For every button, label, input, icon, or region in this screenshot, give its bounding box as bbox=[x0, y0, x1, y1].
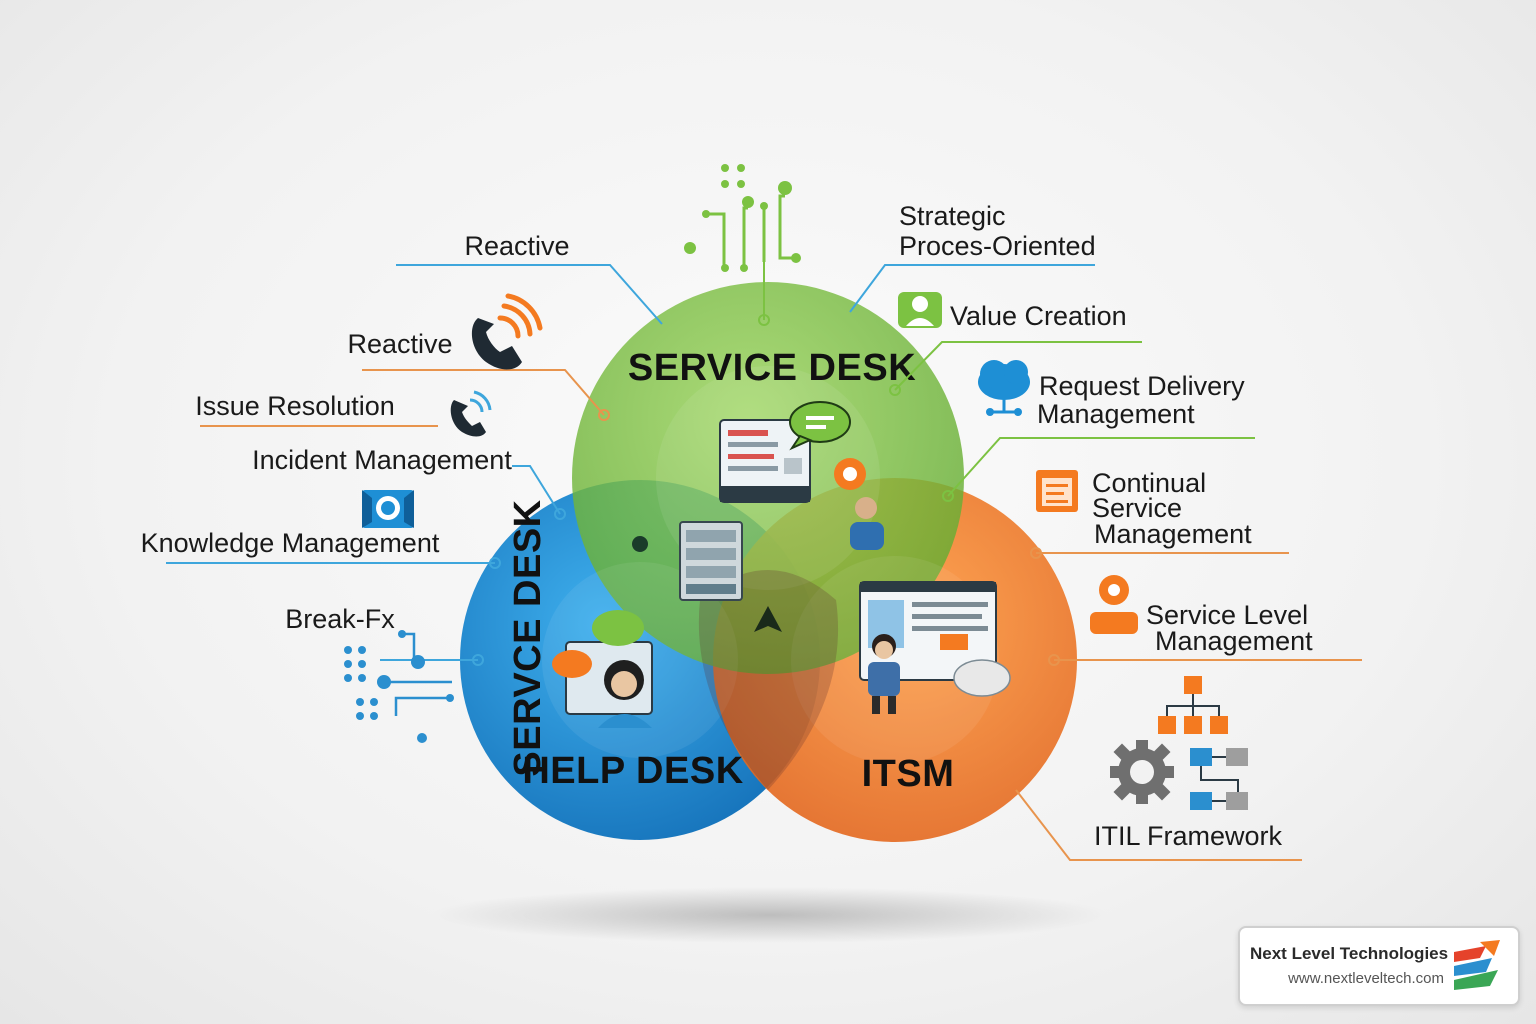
circuit-icon bbox=[684, 164, 801, 272]
label-request-delivery-2: Management bbox=[1037, 399, 1195, 429]
company-name: Next Level Technologies bbox=[1250, 944, 1449, 963]
connector-lines bbox=[166, 220, 1362, 861]
itsm-title: ITSM bbox=[862, 753, 955, 795]
connector-top-reactive bbox=[396, 264, 663, 325]
clipboard-icon bbox=[1036, 470, 1078, 512]
connector-value-creation bbox=[894, 341, 1142, 391]
center-intersection bbox=[698, 570, 839, 790]
phone-icon bbox=[471, 293, 543, 370]
itsm-person-icon bbox=[868, 634, 900, 714]
company-badge[interactable]: Next Level Technologies www.nextleveltec… bbox=[1238, 926, 1520, 1006]
label-incident-management: Incident Management bbox=[252, 445, 512, 475]
company-logo-icon bbox=[1454, 940, 1500, 990]
connector-dots bbox=[472, 314, 1060, 666]
help-desk-side-title: SERVCE DESK bbox=[507, 499, 549, 776]
agent-person-icon bbox=[850, 497, 884, 550]
service-desk-title: SERVICE DESK bbox=[628, 347, 916, 389]
label-reactive: Reactive bbox=[347, 329, 452, 359]
diagram-shadow bbox=[430, 887, 1110, 943]
chat-bubble-icon bbox=[789, 401, 851, 451]
label-itil-framework: ITIL Framework bbox=[1094, 821, 1283, 851]
label-value-creation: Value Creation bbox=[950, 301, 1127, 331]
help-desk-title: HELP DESK bbox=[522, 750, 743, 792]
support-agent-icon bbox=[552, 610, 653, 728]
gear-user-icon bbox=[1090, 575, 1138, 634]
center-arrow-icon bbox=[754, 606, 782, 632]
label-process-oriented: Proces-Oriented bbox=[899, 231, 1096, 261]
label-top-reactive: Reactive bbox=[464, 231, 569, 261]
connector-request-delivery bbox=[947, 437, 1255, 497]
user-badge-icon bbox=[898, 292, 942, 328]
label-request-delivery: Request Delivery bbox=[1039, 371, 1245, 401]
connector-reactive bbox=[362, 369, 605, 416]
company-url[interactable]: www.nextleveltech.com bbox=[1288, 970, 1444, 987]
label-issue-resolution: Issue Resolution bbox=[195, 391, 395, 421]
label-strategic: Strategic bbox=[899, 201, 1006, 231]
connector-strategic bbox=[849, 264, 1095, 313]
label-break-fix: Break-Fx bbox=[285, 604, 395, 634]
label-service-level-1: Service Level bbox=[1146, 600, 1308, 630]
org-chart-icon bbox=[1158, 676, 1248, 810]
connector-incident bbox=[512, 465, 561, 515]
label-continual-3: Management bbox=[1094, 519, 1252, 549]
dashboard-icon bbox=[719, 419, 811, 503]
phone-small-icon bbox=[450, 390, 492, 437]
label-service-level-2: Management bbox=[1155, 626, 1313, 656]
connector-itil bbox=[1015, 789, 1302, 861]
label-knowledge-management: Knowledge Management bbox=[141, 528, 440, 558]
label-continual-2: Service bbox=[1092, 493, 1182, 523]
knowledge-icon bbox=[362, 490, 414, 528]
settings-gear-icon bbox=[834, 458, 866, 490]
cloud-network-icon bbox=[978, 360, 1030, 416]
gear-icon bbox=[1110, 740, 1174, 804]
server-icon bbox=[632, 521, 743, 601]
break-fix-circuit-icon bbox=[344, 630, 454, 743]
label-continual-1: Continual bbox=[1092, 468, 1206, 498]
